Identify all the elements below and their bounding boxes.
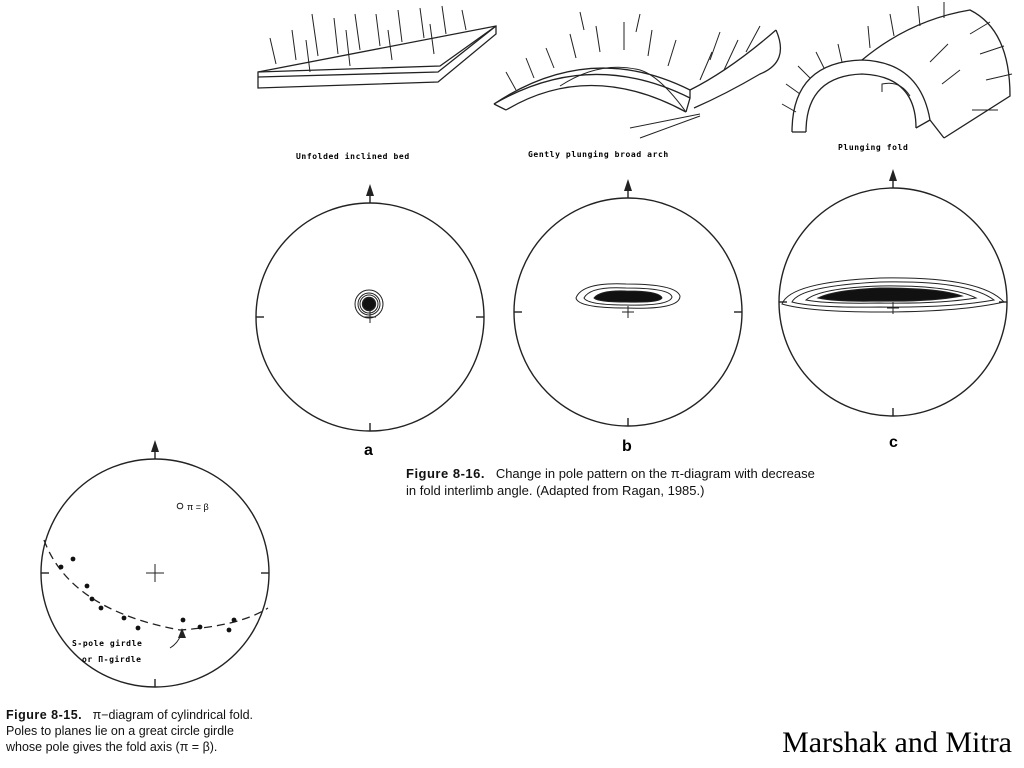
unfolded-bed-block xyxy=(257,5,497,89)
plunging-fold-block xyxy=(781,2,1013,139)
girdle-label-1: S-pole girdle xyxy=(72,638,142,648)
figure-8-16-number: Figure 8-16. xyxy=(406,466,485,481)
stereonet-b xyxy=(513,179,743,427)
girdle-label-2: or Π-girdle xyxy=(82,654,142,664)
girdle-poles xyxy=(58,556,237,633)
stereonet-fig-8-15 xyxy=(40,440,270,688)
gentle-arch-label: Gently plunging broad arch xyxy=(528,149,669,159)
plunging-fold-label: Plunging fold xyxy=(838,142,908,152)
figure-8-16-line1: Change in pole pattern on the π-diagram … xyxy=(495,466,815,481)
figure-8-16-caption: Figure 8-16. Change in pole pattern on t… xyxy=(406,465,876,499)
panel-label-b: b xyxy=(622,438,632,455)
figure-8-15-line2: Poles to planes lie on a great circle gi… xyxy=(6,724,234,738)
stereonet-c xyxy=(778,169,1008,417)
figure-8-16-line2: in fold interlimb angle. (Adapted from R… xyxy=(406,483,705,498)
figure-8-15-number: Figure 8-15. xyxy=(6,708,83,722)
pi-beta-label: π = β xyxy=(187,502,209,512)
panel-label-a: a xyxy=(364,442,373,459)
panel-label-c: c xyxy=(889,434,898,451)
stereonet-a xyxy=(255,184,485,432)
gentle-arch-block xyxy=(493,11,781,139)
credit-text: Marshak and Mitra xyxy=(782,726,1012,759)
figure-8-15-caption: Figure 8-15. π−diagram of cylindrical fo… xyxy=(6,707,326,755)
figure-8-15-line3: whose pole gives the fold axis (π = β). xyxy=(6,740,218,754)
unfolded-bed-label: Unfolded inclined bed xyxy=(296,151,410,161)
figure-8-15-line1: π−diagram of cylindrical fold. xyxy=(92,708,254,722)
